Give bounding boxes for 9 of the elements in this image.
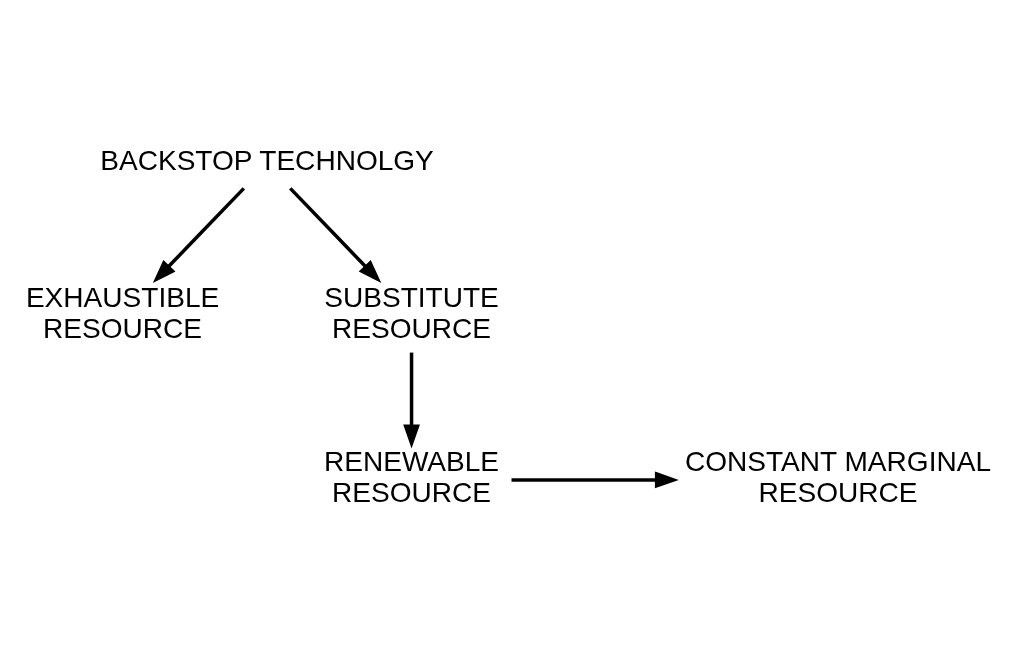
node-text: EXHAUSTIBLE RESOURCE	[25, 282, 220, 345]
node-text: BACKSTOP TECHNOLGY	[100, 144, 434, 176]
node-text: CONSTANT MARGINAL RESOURCE	[685, 446, 992, 509]
node-text: SUBSTITUTE RESOURCE	[324, 282, 499, 345]
arrow	[403, 352, 420, 449]
arrow	[511, 471, 679, 489]
arrow	[289, 187, 382, 283]
arrow	[152, 187, 246, 283]
node-text: RENEWABLE RESOURCE	[324, 446, 500, 509]
